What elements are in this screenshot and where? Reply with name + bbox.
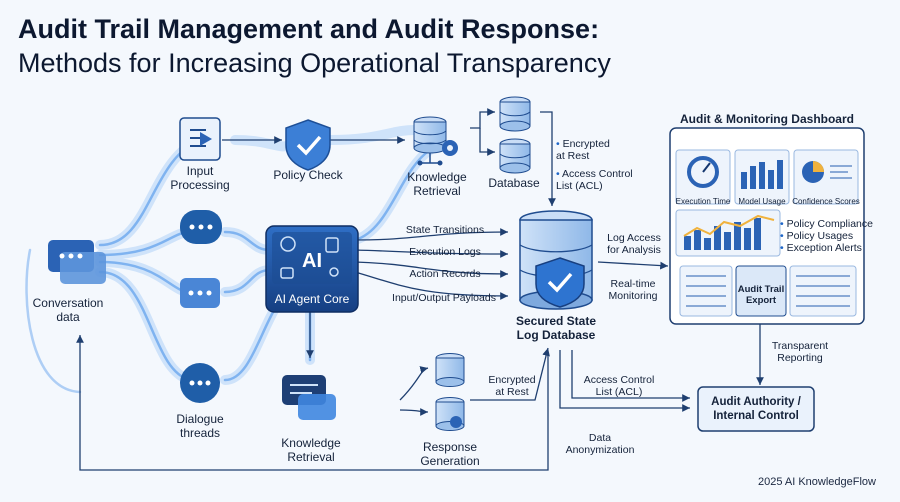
ai-core-label: AI Agent Core <box>274 292 350 306</box>
conversation-icon <box>48 240 106 284</box>
dashboard-title: Audit & Monitoring Dashboard <box>680 112 854 126</box>
policy-check-label: Policy Check <box>273 168 343 182</box>
knowledge-db-icon <box>413 116 458 166</box>
ai-core-symbol: AI <box>302 250 322 272</box>
log-stream-state: State Transitions <box>405 224 485 236</box>
tile-execution-time: Execution Time <box>675 197 731 206</box>
bullet-policy-usages: Policy Usages <box>780 230 854 242</box>
input-processing-icon <box>179 117 221 161</box>
database-label: Database <box>488 176 540 190</box>
log-stream-action: Action Records <box>409 268 481 280</box>
bullet-policy-compliance: Policy Compliance <box>780 218 873 230</box>
shield-check-icon <box>285 119 331 171</box>
log-stream-execution: Execution Logs <box>409 246 481 258</box>
arrows <box>76 108 764 471</box>
log-stream-payloads: Input/Output Payloads <box>392 292 496 304</box>
tile-confidence-scores: Confidence Scores <box>792 197 860 206</box>
tile-model-usage: Model Usage <box>738 197 786 206</box>
page-title: Audit Trail Management and Audit Respons… <box>18 14 600 44</box>
authority-label: Audit Authority /Internal Control <box>711 396 801 422</box>
secured-log-db-icon[interactable] <box>519 210 593 310</box>
dashboard-panel[interactable] <box>669 127 865 325</box>
database-icons <box>499 96 531 174</box>
chat-bubble-icons <box>180 210 222 403</box>
authority-box[interactable] <box>697 386 815 432</box>
page-subtitle: Methods for Increasing Operational Trans… <box>18 48 611 78</box>
knowledge-chat-icon <box>282 375 336 420</box>
bullet-exception-alerts: Exception Alerts <box>780 242 862 254</box>
footer-credit: 2025 AI KnowledgeFlow <box>757 476 876 488</box>
ai-agent-core[interactable] <box>265 225 359 313</box>
response-db-icons <box>435 353 465 431</box>
